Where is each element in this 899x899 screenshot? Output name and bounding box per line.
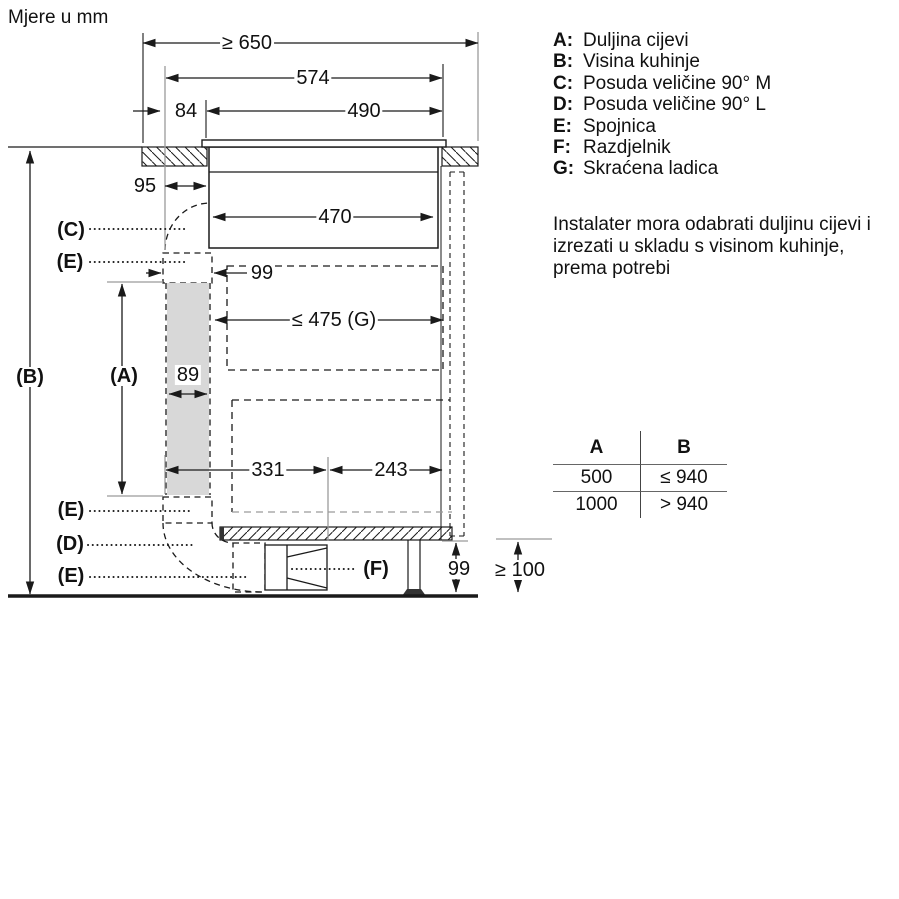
right-duct-channel (449, 171, 465, 537)
dim-label-84: 84 (172, 100, 200, 122)
cabinet-base-panel (219, 526, 453, 541)
table-cell: 500 (553, 465, 641, 492)
duct-pipe-fill (167, 283, 209, 495)
callout-e-bottom: (E) (56, 565, 86, 587)
worktop-left-section (141, 146, 208, 167)
duct-bend-l-outer (162, 522, 264, 593)
callout-f: (F) (362, 558, 390, 580)
dim-label-min-width: ≥ 650 (220, 32, 274, 54)
pipe-length-table: A B 500 ≤ 940 1000 > 940 (553, 431, 727, 518)
table-cell: > 940 (659, 494, 709, 515)
callout-a: (A) (109, 365, 139, 387)
hob-glass-plate (201, 139, 447, 148)
table-cell: ≤ 940 (641, 465, 727, 492)
dim-label-min-clearance: ≥ 100 (493, 559, 547, 581)
worktop-and-hob (8, 139, 479, 540)
worktop-right-section (441, 146, 479, 167)
dim-label-243: 243 (372, 459, 410, 481)
duct-bend-m (164, 202, 210, 251)
base-and-floor (8, 526, 478, 598)
page-title: Mjere u mm (8, 7, 109, 28)
table-cell: 1000 (553, 492, 641, 518)
legend-item-f: F:Razdjelnik (553, 137, 671, 159)
callout-e-mid: (E) (56, 499, 86, 521)
dim-label-95: 95 (131, 175, 159, 197)
leader-lines (87, 228, 357, 578)
legend: A:Duljina cijevi B:Visina kuhinje C:Posu… (553, 30, 771, 180)
callout-e-top: (E) (55, 251, 85, 273)
callout-d: (D) (55, 533, 85, 555)
dim-label-99-bottom: 99 (445, 558, 473, 580)
dim-label-89: 89 (174, 364, 202, 386)
diffuser (264, 544, 328, 591)
duct-connector-bottom (232, 542, 266, 593)
duct-bend-l-inner (211, 522, 234, 544)
callout-c: (C) (56, 219, 86, 241)
legend-item-e: E:Spojnica (553, 115, 656, 137)
dim-label-574: 574 (294, 67, 332, 89)
table-header-a: A (553, 431, 641, 465)
dim-label-470: 470 (316, 206, 354, 228)
duct-assembly (162, 202, 266, 593)
extension-lines (107, 32, 552, 542)
dim-label-drawer: ≤ 475 (G) (289, 309, 379, 331)
duct-connector-top (162, 252, 213, 284)
table-header-b: B (641, 431, 727, 465)
legend-item-c: C:Posuda veličine 90° M (553, 72, 772, 94)
hob-body (208, 146, 439, 249)
duct-connector-lower (162, 496, 213, 524)
dim-label-331: 331 (249, 459, 287, 481)
legend-item-g: G:Skraćena ladica (553, 158, 719, 180)
callout-b: (B) (15, 366, 45, 388)
legend-item-a: A:Duljina cijevi (553, 30, 689, 51)
legend-item-b: B:Visina kuhinje (553, 51, 700, 73)
dim-label-490: 490 (345, 100, 383, 122)
installer-note: Instalater mora odabrati duljinu cijevi … (553, 214, 871, 279)
diffuser-box (264, 544, 328, 591)
dim-label-99-top: 99 (248, 262, 276, 284)
legend-item-d: D:Posuda veličine 90° L (553, 94, 766, 116)
